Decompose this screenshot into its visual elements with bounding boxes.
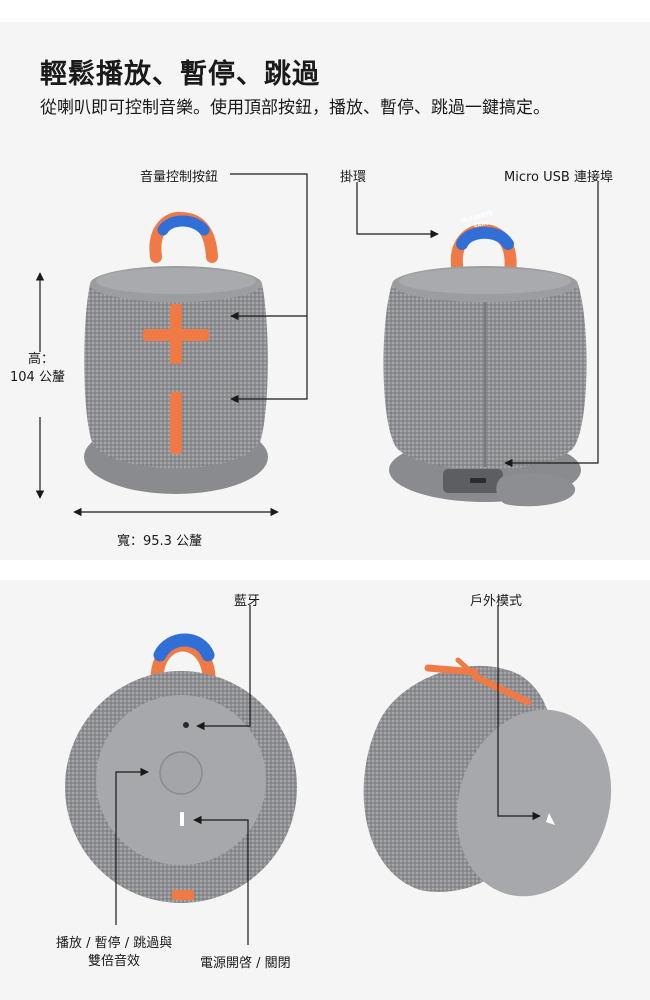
power-callout-line	[193, 815, 249, 945]
volume-down-button[interactable]	[170, 392, 182, 454]
usb-callout-line	[504, 182, 599, 468]
page-title: 輕鬆播放、暫停、跳過	[40, 59, 320, 90]
bottom-illustration	[65, 605, 612, 945]
speaker-front	[84, 212, 268, 494]
power-label: 電源開啓 / 關閉	[200, 956, 291, 971]
outdoor-label: 戶外模式	[470, 594, 523, 609]
outdoor-callout-line	[497, 605, 541, 821]
usb-cover[interactable]	[496, 473, 576, 507]
outdoor-base	[456, 709, 612, 897]
width-label: 寬：95.3 公釐	[117, 534, 203, 549]
height-label-1: 高：	[28, 352, 55, 367]
strap-blue-back	[456, 226, 514, 250]
speaker-outdoor-view	[363, 657, 612, 897]
top-panel: 輕鬆播放、暫停、跳過 從喇叭即可控制音樂。使用頂部按鈕，播放、暫停、跳過一鍵搞定…	[0, 22, 650, 560]
loop-callout-line	[356, 182, 439, 239]
bluetooth-callout-line	[196, 605, 251, 731]
play-callout-line	[115, 767, 149, 925]
bottom-panel: 藍牙 戶外模式 播放 / 暫停 / 跳過與 雙倍音效 電源開啓 / 關閉	[0, 580, 650, 1000]
bluetooth-label: 藍牙	[234, 594, 261, 609]
fabric-front	[84, 284, 268, 469]
outdoor-mode-button[interactable]	[546, 813, 555, 825]
page-description: 從喇叭即可控制音樂。使用頂部按鈕，播放、暫停、跳過一鍵搞定。	[40, 98, 550, 118]
volume-label: 音量控制按鈕	[140, 170, 219, 185]
strap-blue-front	[157, 215, 210, 236]
power-button[interactable]	[180, 812, 184, 826]
volume-callout-line	[230, 173, 308, 404]
height-label-2: 104 公釐	[10, 370, 65, 385]
volume-plus-bar	[143, 329, 209, 341]
speaker-back	[383, 223, 587, 507]
top-illustration	[35, 173, 599, 517]
play-label-1: 播放 / 暫停 / 跳過與	[56, 936, 173, 951]
speaker-bottom-view	[65, 633, 297, 903]
usb-label: Micro USB 連接埠	[504, 170, 613, 185]
play-button[interactable]	[159, 751, 203, 795]
bluetooth-button[interactable]	[183, 722, 189, 728]
play-label-2: 雙倍音效	[88, 954, 141, 969]
loop-label: 掛環	[340, 170, 367, 185]
